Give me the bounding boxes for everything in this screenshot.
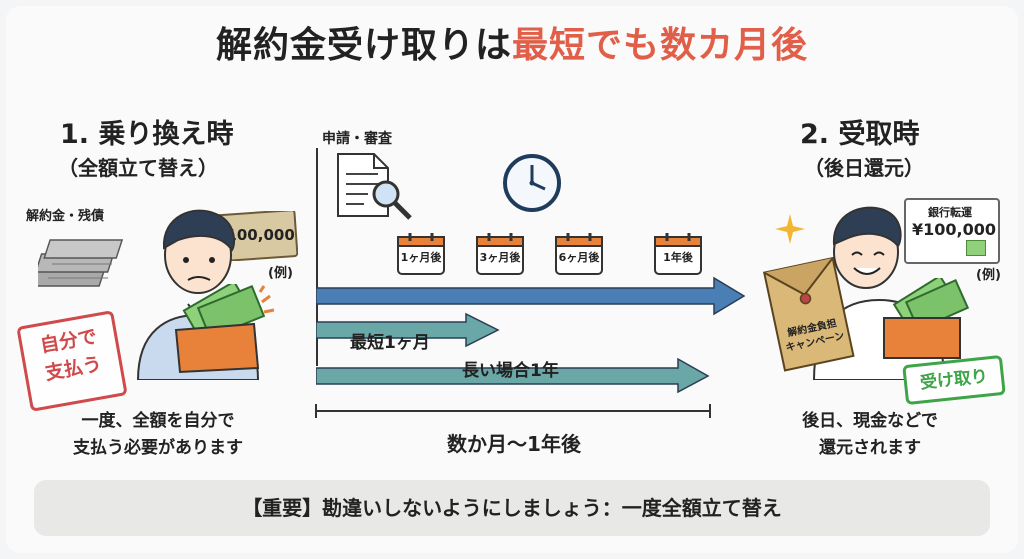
calendar-label: 6ヶ月後 [558, 251, 600, 264]
shortest-arrow [316, 312, 500, 348]
bank-chip-icon [966, 240, 986, 256]
left-heading: 1. 乗り換え時 [60, 119, 234, 150]
calendar-label: 3ヶ月後 [479, 251, 521, 264]
sparkle-icon [775, 214, 805, 244]
longest-label: 長い場合1年 [462, 361, 559, 381]
right-amount: ¥100,000 [912, 220, 997, 239]
title-main: 解約金受け取りは [215, 25, 512, 66]
envelope-icon [762, 256, 855, 372]
apply-label: 申請・審査 [322, 131, 392, 147]
bank-transfer-label: 銀行転運 [928, 206, 972, 219]
right-example: (例) [976, 268, 1001, 283]
document-search-icon [337, 153, 412, 220]
calendar-1-month: 1ヶ月後 [396, 232, 446, 276]
important-note: 【重要】勘違いしないようにしましょう：一度全額立て替え [242, 496, 782, 520]
span-label: 数か月〜1年後 [447, 432, 581, 456]
calendar-6-months: 6ヶ月後 [554, 232, 604, 276]
calendar-icon [555, 233, 603, 275]
left-example: (例) [268, 266, 293, 281]
calendar-icon [476, 233, 524, 275]
title-highlight: 最短でも数カ月後 [512, 25, 809, 66]
wallet-cash-icon [174, 284, 275, 374]
right-desc-line2: 還元されます [819, 438, 921, 458]
calendar-icon [397, 233, 445, 275]
right-subheading: （後日還元） [804, 156, 924, 180]
left-description: 一度、全額を自分で 支払う必要があります [28, 408, 288, 462]
left-desc-line2: 支払う必要があります [73, 438, 243, 458]
page-title: 解約金受け取りは最短でも数カ月後 [0, 16, 1024, 68]
pay-yourself-stamp: 自分で 支払う [16, 310, 128, 412]
calendar-icon [654, 233, 702, 275]
left-cost-label: 解約金・残債 [26, 209, 105, 224]
right-description: 後日、現金などで 還元されます [760, 408, 980, 462]
right-heading: 2. 受取時 [800, 119, 920, 150]
right-desc-line1: 後日、現金などで [802, 411, 938, 431]
calendar-1-year: 1年後 [653, 232, 703, 276]
cash-stack-icon [38, 239, 124, 287]
longest-arrow [316, 357, 710, 394]
wallet-cash-icon [883, 278, 970, 359]
important-note-bar [34, 480, 990, 536]
calendar-label: 1年後 [663, 251, 693, 264]
clock-icon [503, 154, 561, 212]
calendar-3-months: 3ヶ月後 [475, 232, 525, 276]
main-arrow [316, 276, 746, 316]
timeline-arrows [316, 276, 746, 394]
left-subheading: （全額立て替え） [58, 156, 218, 180]
left-desc-line1: 一度、全額を自分で [81, 411, 235, 431]
left-amount: ¥100,000 [216, 226, 295, 244]
shortest-label: 最短1ヶ月 [350, 333, 430, 353]
calendar-label: 1ヶ月後 [400, 251, 442, 264]
span-bracket [315, 404, 711, 418]
